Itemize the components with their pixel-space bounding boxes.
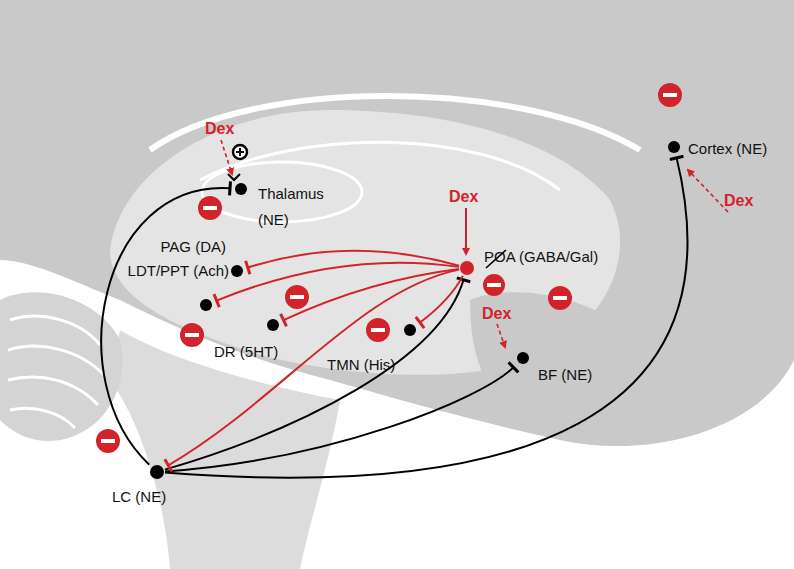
terminal-bar (509, 362, 519, 372)
dex-arrow (497, 324, 505, 347)
inhibition-symbol (487, 283, 501, 287)
inhibition-symbol (198, 196, 222, 220)
inhibition-symbol (180, 323, 204, 347)
nucleus-dot: DR (5HT) (267, 319, 279, 331)
nucleus-dot: POA (GABA/Gal) (460, 261, 474, 275)
excitation-symbol (236, 148, 244, 156)
inhibition-symbol (185, 333, 199, 337)
nucleus-label: Cortex (NE) (688, 136, 767, 162)
projection-path (165, 280, 464, 470)
inhibition-symbol (663, 93, 677, 97)
cerebellum (0, 292, 123, 441)
inhibition-symbol (290, 295, 304, 299)
nucleus-label: TMN (His) (327, 352, 395, 378)
nucleus-dot: Thalamus (NE) (235, 183, 247, 195)
cortex-region (0, 0, 794, 446)
drug-label: Dex (449, 188, 478, 206)
nucleus-label: DR (5HT) (214, 339, 278, 365)
projection-line (165, 156, 687, 477)
nucleus-label: Thalamus (NE) (258, 181, 342, 233)
inhibition-symbol (203, 206, 217, 210)
terminal-bar (246, 261, 250, 274)
nucleus-label: BF (NE) (538, 362, 592, 388)
projection-path (420, 276, 463, 323)
synapse-mark (228, 174, 240, 180)
inhibition-symbol (366, 318, 390, 342)
terminal-bar (165, 459, 172, 471)
inhibition-symbol (101, 439, 115, 443)
projection-line (101, 181, 230, 464)
projection-path (101, 188, 230, 465)
drug-label: Dex (205, 120, 234, 138)
basal-forebrain-region (470, 292, 645, 425)
projection-path (165, 158, 687, 478)
inhibition-symbol (548, 286, 572, 310)
nucleus-label: POA (GABA/Gal) (484, 244, 598, 270)
terminal-bar (281, 314, 287, 327)
nucleus-dot: LC (NE) (150, 465, 164, 479)
projection-path (168, 270, 459, 466)
fornix-line (200, 142, 560, 190)
terminal-bar (228, 181, 232, 195)
terminal-bar (416, 317, 424, 328)
projection-line (165, 362, 518, 471)
inhibition-symbol (658, 83, 682, 107)
inhibition-symbol (285, 285, 309, 309)
nucleus-label: LDT/PPT (Ach) (128, 258, 229, 284)
terminal-bar (670, 156, 684, 159)
projection-line (416, 276, 463, 328)
drug-label: Dex (724, 192, 753, 210)
inhibition-symbol (553, 296, 567, 300)
projection-line (165, 278, 470, 470)
inhibition-symbols (96, 83, 682, 453)
dex-arrow (688, 170, 728, 212)
inhibition-symbol (96, 429, 120, 453)
nucleus-dot: PAG (DA) (231, 265, 243, 277)
projection-line (214, 263, 459, 307)
nucleus-label: PAG (DA) (160, 234, 226, 260)
nucleus-dot: LDT/PPT (Ach) (200, 299, 212, 311)
dex-arrow (221, 140, 232, 174)
projection-path (165, 367, 513, 471)
nucleus-label: LC (NE) (112, 484, 166, 510)
cerebellum-folia (8, 316, 104, 428)
projection-line (246, 251, 459, 274)
terminal-bar (214, 294, 219, 307)
excitation-symbol (233, 145, 247, 159)
nucleus-dot: BF (NE) (517, 352, 529, 364)
nucleus-dot: TMN (His) (404, 324, 416, 336)
projection-line (165, 270, 459, 472)
drug-label: Dex (482, 305, 511, 323)
nucleus-dot: Cortex (NE) (668, 141, 680, 153)
dex-arrow (465, 208, 467, 254)
inhibition-symbol (371, 328, 385, 332)
inhibition-symbol (483, 274, 505, 296)
